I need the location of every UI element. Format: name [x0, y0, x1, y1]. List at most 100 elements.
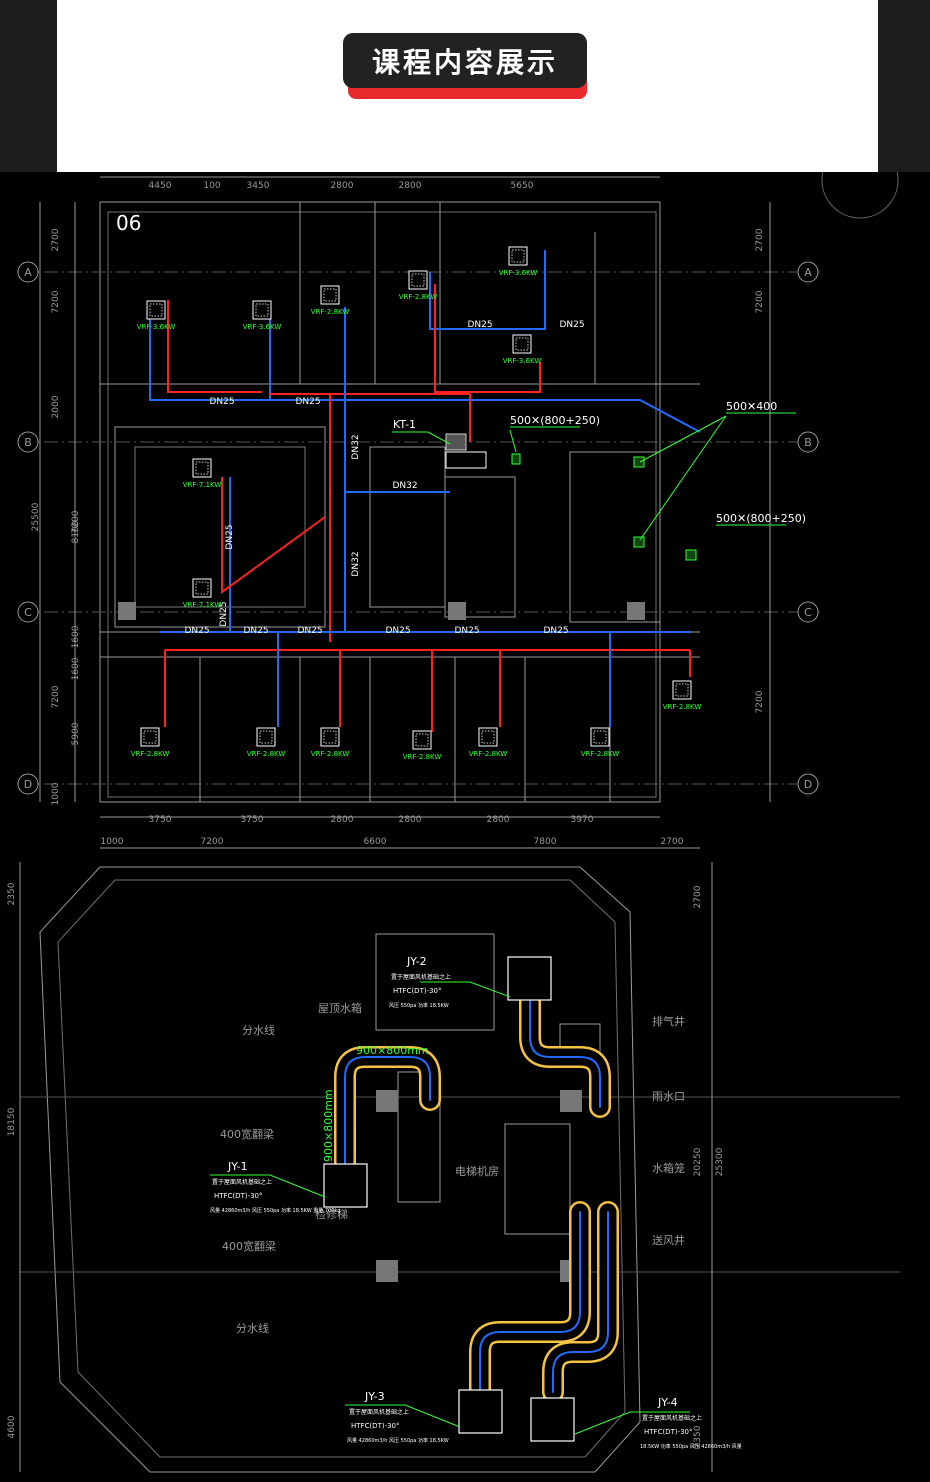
- stair-block: [504, 1123, 571, 1235]
- vrf-label: VRF-2.8KW: [247, 750, 286, 758]
- vrf-label: VRF-2.8KW: [311, 308, 350, 316]
- vrf-grille: [195, 581, 209, 595]
- vent-box: [633, 456, 645, 468]
- pipe-size-label: DN25: [385, 626, 410, 636]
- column: [376, 1090, 398, 1112]
- exhaust-duct-jy1-center: [344, 1056, 431, 1178]
- column: [118, 602, 136, 620]
- vrf-grille: [149, 303, 163, 317]
- room-label: 分水线: [242, 1023, 275, 1037]
- axis-bubble: [797, 773, 819, 795]
- vrf-indoor-unit: [146, 300, 166, 320]
- room-label: 雨水口: [652, 1090, 685, 1103]
- vrf-indoor-unit: [140, 727, 160, 747]
- dimension-label: 7800: [534, 837, 557, 847]
- dimension-label: 7200: [201, 837, 224, 847]
- exhaust-duct-jy1: [334, 1046, 441, 1188]
- vrf-indoor-unit: [408, 270, 428, 290]
- room-label: 400宽翻梁: [220, 1127, 274, 1141]
- axis-label: C: [804, 606, 812, 619]
- duct-red: [434, 284, 541, 393]
- vent-box: [633, 536, 645, 548]
- fan-tag: JY-2: [406, 955, 427, 968]
- duct-red: [221, 477, 326, 594]
- vrf-grille: [411, 273, 425, 287]
- axis-bubble: [17, 431, 39, 453]
- vrf-indoor-unit: [320, 285, 340, 305]
- room-label: 水箱笼: [652, 1161, 685, 1175]
- dimension-label: 2350: [7, 882, 17, 905]
- vent-leader: [639, 415, 727, 541]
- column: [376, 1260, 398, 1282]
- column: [560, 1090, 582, 1112]
- fan-jy4: [530, 1397, 575, 1442]
- dimension-label: 25500: [31, 502, 41, 531]
- dimension-label: 2700: [693, 885, 703, 908]
- dimension-label: 5650: [511, 181, 534, 191]
- vrf-grille: [323, 288, 337, 302]
- leader-jy4: [574, 1411, 690, 1435]
- axis-label: B: [24, 436, 32, 449]
- duct-blue: [149, 302, 271, 401]
- dimension-label: 7200: [71, 510, 81, 533]
- room-block: [369, 446, 446, 608]
- vent-size-label: 500✕400: [726, 400, 777, 413]
- vrf-grille: [481, 730, 495, 744]
- vrf-label: VRF-2.8KW: [131, 750, 170, 758]
- dimension-label: 7200: [51, 685, 61, 708]
- pipe-size-label: DN25: [225, 524, 235, 549]
- axis-bubble: [797, 601, 819, 623]
- vent-box: [511, 453, 521, 465]
- dimension-label: 3750: [149, 815, 172, 825]
- room-label: 屋顶水箱: [318, 1001, 362, 1015]
- vrf-indoor-unit: [252, 300, 272, 320]
- vrf-label: VRF-3.6KW: [243, 323, 282, 331]
- duct-blue: [429, 250, 546, 330]
- fan-note: 置于屋面风机基础之上: [642, 1414, 702, 1422]
- pipe-size-label: DN25: [209, 397, 234, 407]
- vrf-indoor-unit: [320, 727, 340, 747]
- pipe-size-label: DN25: [297, 626, 322, 636]
- room-label: 检修梯: [315, 1207, 348, 1221]
- pipe-size-label: DN25: [467, 320, 492, 330]
- elevator-shaft: [444, 476, 516, 618]
- vrf-indoor-unit: [192, 458, 212, 478]
- dimension-label: 3750: [241, 815, 264, 825]
- vrf-grille: [323, 730, 337, 744]
- kt-leader: [392, 431, 451, 445]
- vrf-label: VRF-2.8KW: [581, 750, 620, 758]
- pipe-size-label: DN25: [243, 626, 268, 636]
- fan-model: HTFC(DT)-30°: [351, 1422, 400, 1430]
- dimension-label: 2350: [693, 1425, 703, 1448]
- vrf-grille: [675, 683, 689, 697]
- vent-size-label: 500✕(800+250): [510, 414, 600, 427]
- vent-leader: [639, 415, 727, 463]
- pipe-size-label: DN25: [543, 626, 568, 636]
- fan-note: 置于屋面风机基础之上: [349, 1408, 409, 1416]
- dimension-label: 7200: [51, 290, 61, 313]
- exhaust-duct-jy1-inner: [336, 1048, 439, 1186]
- vrf-indoor-unit: [256, 727, 276, 747]
- room-label: 分水线: [236, 1321, 269, 1335]
- dimension-label: 2800: [399, 181, 422, 191]
- vrf-grille: [515, 337, 529, 351]
- dimension-label: 2800: [399, 815, 422, 825]
- vrf-label: VRF-3.6KW: [137, 323, 176, 331]
- kt-grille: [445, 451, 487, 469]
- dimension-label: 3450: [247, 181, 270, 191]
- dimension-label: 1600: [71, 657, 81, 680]
- fan-jy3: [458, 1389, 503, 1434]
- room-label: 送风井: [652, 1233, 685, 1247]
- axis-label: D: [804, 778, 812, 791]
- leader-jy2: [420, 981, 511, 998]
- fan-tag: JY-3: [364, 1390, 385, 1403]
- vrf-indoor-unit: [192, 578, 212, 598]
- vrf-label: VRF-7.1KW: [183, 601, 222, 609]
- axis-label: D: [24, 778, 32, 791]
- dimension-label: 20250: [693, 1147, 703, 1176]
- room-label: 电梯机房: [455, 1164, 499, 1178]
- fan-tag: JY-4: [657, 1396, 678, 1409]
- pipe-size-label: DN32: [392, 481, 417, 491]
- exhaust-duct-jy2-center: [529, 971, 601, 1108]
- vrf-indoor-unit: [672, 680, 692, 700]
